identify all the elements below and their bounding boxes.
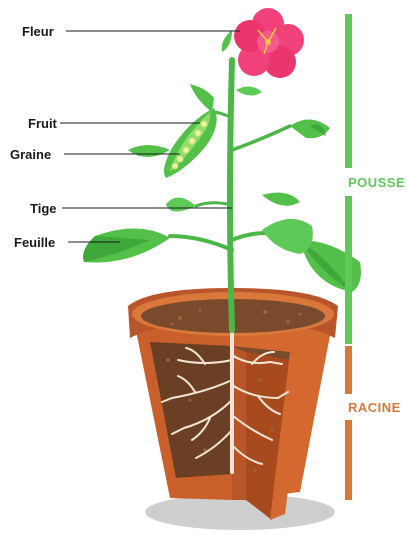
leaf-left-fruit [128,145,170,157]
leaf-right-mid [262,219,313,254]
label-seed: Graine [10,147,51,162]
leaves [83,30,361,292]
leaf-small-upper [222,30,232,52]
leaf-small-top [236,86,262,95]
label-flower: Fleur [22,24,54,39]
root-bar-upper [345,346,352,394]
root-bar-lower [345,420,352,500]
flower [234,8,304,78]
label-leaf: Feuille [14,235,55,250]
section-bars [345,14,352,500]
section-label-root: RACINE [348,400,401,415]
fruit-pod [164,108,217,178]
leaf-right-upper [290,119,330,138]
shoot-bar-lower [345,196,352,344]
label-fruit: Fruit [28,116,58,131]
leader-lines [60,31,240,242]
label-stem: Tige [30,201,57,216]
leaf-left-mid [166,197,196,211]
leaf-left-upper [190,84,214,112]
section-label-shoot: POUSSE [348,175,405,190]
leaf-right-lower [262,193,300,206]
shoot-bar-upper [345,14,352,168]
